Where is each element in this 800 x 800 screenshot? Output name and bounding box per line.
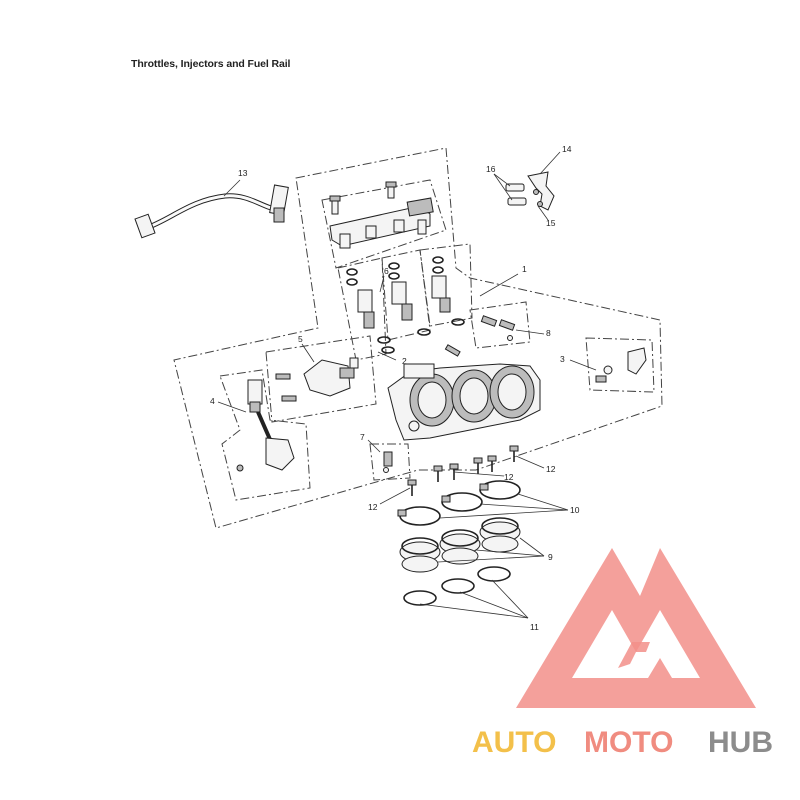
watermark-hub: HUB bbox=[708, 726, 773, 759]
injectors bbox=[346, 256, 465, 354]
o-rings bbox=[403, 566, 511, 606]
callout-9: 9 bbox=[548, 552, 553, 562]
callout-7: 7 bbox=[360, 432, 365, 442]
rail-bracket bbox=[505, 171, 555, 211]
fuel-hose bbox=[134, 184, 289, 239]
harness-boundary bbox=[219, 369, 311, 501]
throttle-sensor bbox=[275, 357, 359, 402]
callout-12a: 12 bbox=[546, 464, 556, 474]
hose-clamps bbox=[397, 480, 521, 526]
callout-12b: 12 bbox=[504, 472, 514, 482]
diagram-title: Throttles, Injectors and Fuel Rail bbox=[131, 58, 291, 70]
sensor-boundary bbox=[265, 335, 377, 423]
callout-13: 13 bbox=[238, 168, 248, 178]
callout-11: 11 bbox=[530, 622, 539, 632]
callout-16: 16 bbox=[486, 164, 496, 174]
bracket-boundary bbox=[585, 337, 655, 393]
leader-lines bbox=[217, 151, 597, 619]
logo-inner-g bbox=[618, 642, 650, 668]
bracket bbox=[595, 347, 647, 383]
throttle-bodies bbox=[387, 363, 541, 441]
injector-right-boundary bbox=[419, 243, 473, 327]
callout-10: 10 bbox=[570, 505, 580, 515]
fuel-rail bbox=[329, 181, 434, 249]
watermark-moto: MOTO bbox=[584, 726, 673, 759]
callout-14: 14 bbox=[562, 144, 572, 154]
watermark-auto: AUTO bbox=[472, 726, 556, 759]
logo-mark bbox=[516, 548, 756, 708]
callout-12c: 12 bbox=[368, 502, 378, 512]
callout-5: 5 bbox=[298, 334, 303, 344]
idle-plug bbox=[383, 451, 393, 473]
callout-15: 15 bbox=[546, 218, 556, 228]
harness-sensor bbox=[236, 379, 295, 472]
intake-boots bbox=[399, 517, 521, 573]
screw-kit bbox=[444, 315, 516, 357]
callout-8: 8 bbox=[546, 328, 551, 338]
injector-mid-boundary bbox=[381, 249, 431, 341]
plug-boundary bbox=[369, 443, 411, 481]
callout-3: 3 bbox=[560, 354, 565, 364]
callout-2: 2 bbox=[402, 356, 407, 366]
injector-left-boundary bbox=[337, 257, 387, 361]
assembly-boundary bbox=[173, 147, 663, 529]
callout-4: 4 bbox=[210, 396, 215, 406]
callout-6: 6 bbox=[384, 266, 389, 276]
screw-kit-boundary bbox=[469, 301, 531, 349]
mounting-bolts bbox=[407, 445, 519, 496]
callout-1: 1 bbox=[522, 264, 527, 274]
